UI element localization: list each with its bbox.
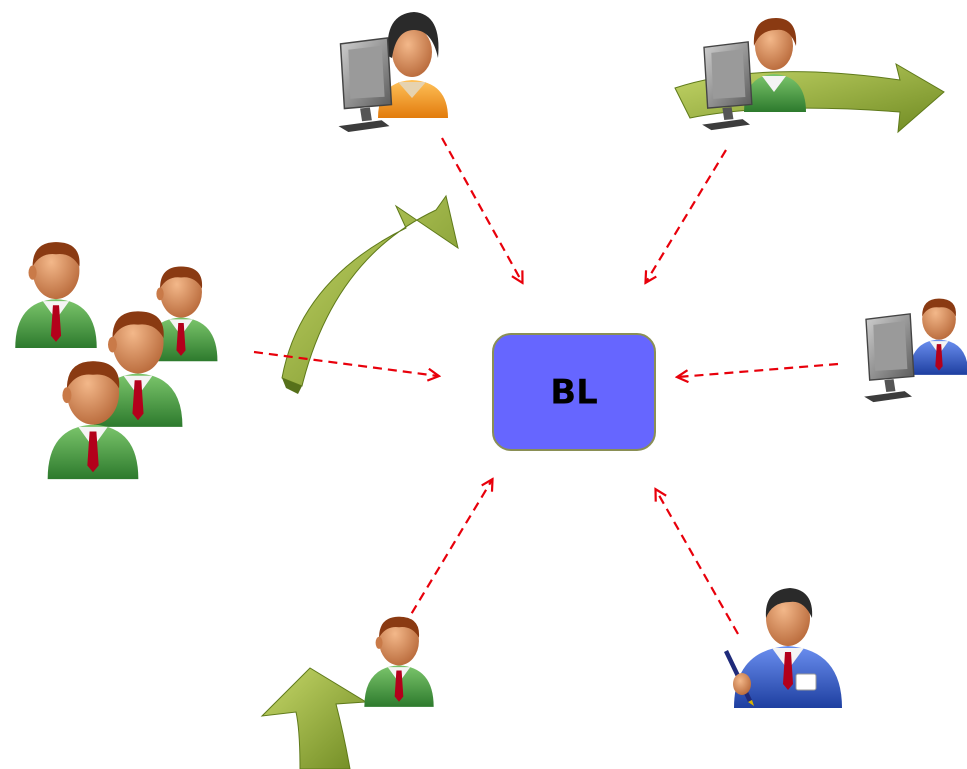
badge-icon	[795, 673, 817, 691]
pen-icon	[724, 650, 754, 706]
green-user-at-computer-icon	[701, 18, 806, 131]
blue-user-at-computer-icon	[863, 298, 967, 403]
hub-box	[492, 333, 656, 451]
connector-top-right	[646, 149, 727, 282]
connector-right	[678, 362, 839, 377]
hub-node: BL	[492, 333, 656, 451]
green-user-icon	[364, 616, 434, 707]
group-of-people-icon	[15, 242, 218, 480]
connectors	[253, 137, 839, 635]
connector-left	[253, 350, 438, 376]
connector-bottom-right	[656, 490, 739, 635]
woman-at-computer-icon	[337, 12, 448, 133]
green-arrow-bottom	[260, 667, 368, 769]
connector-top-left	[441, 137, 522, 282]
hub-label: BL	[550, 373, 598, 413]
green-arrow-center-left	[281, 194, 459, 394]
blue-user-with-pen-icon	[724, 588, 842, 708]
connector-bottom-left	[403, 480, 492, 627]
